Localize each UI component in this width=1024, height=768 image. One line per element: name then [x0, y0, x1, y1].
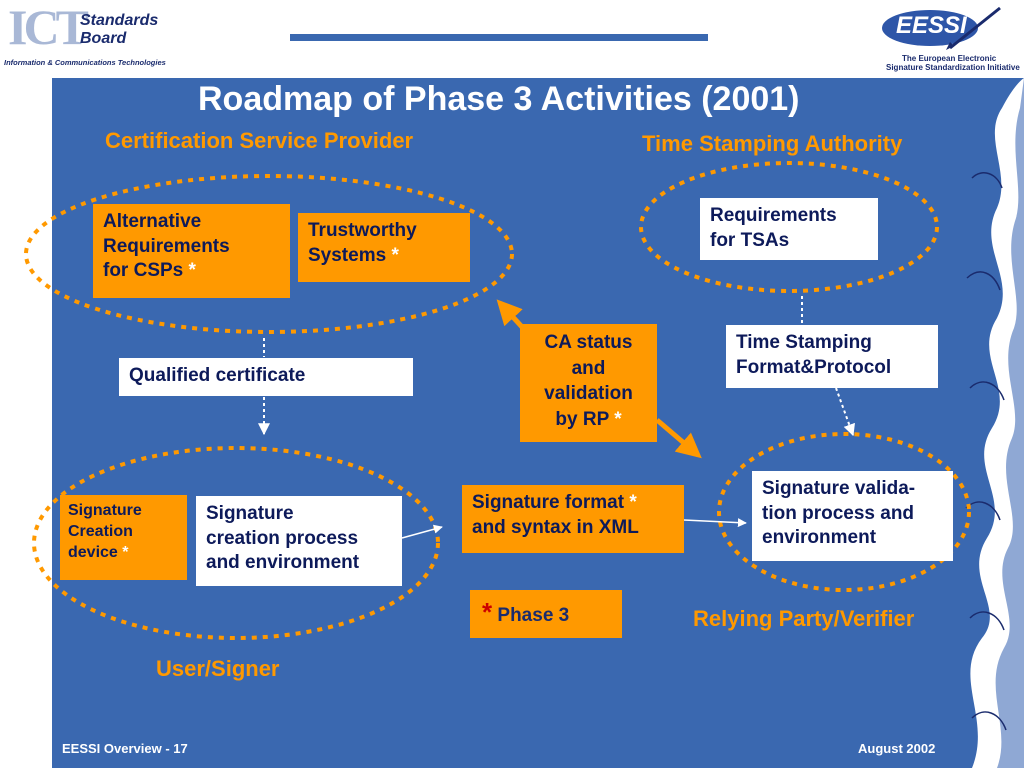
ca-line4: by RP — [555, 408, 609, 430]
eessi-logo-text: EESSI — [896, 12, 967, 39]
sig-dev-line1: Signature — [68, 502, 142, 519]
sig-dev-line2: Creation — [68, 522, 133, 540]
eessi-line1: The European Electronic — [902, 54, 997, 63]
phase3-legend-label: Phase 3 — [497, 605, 570, 626]
phase3-star: * — [122, 543, 129, 561]
wave-decoration — [965, 78, 1024, 768]
alt-req-line2: Requirements — [103, 235, 230, 257]
time-stamping-box: Time Stamping Format&Protocol — [726, 325, 938, 388]
ca-line1: CA status — [544, 332, 633, 353]
requirements-tsa-box: Requirements for TSAs — [700, 198, 878, 260]
sig-proc-line1: Signature — [206, 503, 294, 524]
signature-creation-process-box: Signature creation process and environme… — [196, 496, 402, 586]
footer-right: August 2002 — [858, 741, 936, 756]
trust-line1: Trustworthy — [308, 220, 417, 241]
phase3-legend-box: * Phase 3 — [470, 590, 622, 638]
sig-val-line1: Signature valida- — [762, 478, 916, 499]
header-rule — [290, 34, 708, 41]
ict-logo-line1: Standards — [80, 12, 159, 29]
alt-requirements-box: Alternative Requirements for CSPs * — [93, 204, 290, 298]
sig-fmt-line1: Signature format — [472, 492, 625, 513]
heading-tsa: Time Stamping Authority — [642, 131, 903, 156]
ict-logo-letters: ICT — [8, 0, 89, 55]
ict-subtitle: Information & Communications Technologie… — [4, 58, 166, 67]
qualified-text: Qualified certificate — [129, 365, 306, 386]
header: ICT Standards Board Information & Commun… — [0, 0, 1024, 78]
phase3-legend-star: * — [482, 597, 493, 627]
ca-line2: and — [571, 357, 606, 379]
footer-left: EESSI Overview - 17 — [62, 741, 188, 756]
heading-user: User/Signer — [156, 656, 280, 681]
sig-dev-line3: device — [68, 543, 118, 561]
left-margin — [0, 78, 52, 768]
ts-line1: Time Stamping — [736, 332, 872, 353]
ict-logo-line2: Board — [80, 30, 127, 47]
alt-req-line1: Alternative — [103, 211, 202, 232]
eessi-logo: EESSI The European Electronic Signature … — [880, 4, 1020, 74]
trust-line2: Systems — [308, 244, 387, 266]
signature-validation-box: Signature valida- tion process and envir… — [752, 471, 953, 561]
heading-csp: Certification Service Provider — [105, 128, 414, 153]
sig-val-line3: environment — [762, 527, 877, 549]
signature-format-box: Signature format * and syntax in XML — [462, 485, 684, 553]
eessi-logo-icon — [882, 6, 1001, 50]
ca-line3: validation — [544, 383, 633, 405]
sig-proc-line2: creation process — [206, 527, 359, 549]
trustworthy-systems-box: Trustworthy Systems * — [298, 213, 470, 282]
sig-fmt-line2: and syntax in XML — [472, 516, 639, 538]
phase3-star: * — [629, 492, 637, 513]
ca-status-box: CA status and validation by RP * — [520, 324, 657, 442]
eessi-line2: Signature Standardization Initiative — [886, 63, 1020, 72]
ts-line2: Format&Protocol — [736, 356, 892, 378]
phase3-star: * — [188, 260, 196, 282]
req-tsa-line1: Requirements — [710, 205, 837, 226]
slide-title: Roadmap of Phase 3 Activities (2001) — [198, 80, 800, 118]
sig-proc-line3: and environment — [206, 552, 360, 574]
req-tsa-line2: for TSAs — [710, 229, 790, 251]
phase3-star: * — [391, 244, 399, 266]
qualified-certificate-box: Qualified certificate — [119, 358, 413, 396]
ict-logo: ICT Standards Board Information & Commun… — [4, 0, 166, 70]
heading-rp: Relying Party/Verifier — [693, 606, 915, 631]
signature-creation-device-box: Signature Creation device * — [60, 495, 187, 580]
sig-val-line2: tion process and — [762, 502, 915, 524]
alt-req-line3: for CSPs — [103, 260, 184, 282]
phase3-star: * — [614, 408, 622, 430]
